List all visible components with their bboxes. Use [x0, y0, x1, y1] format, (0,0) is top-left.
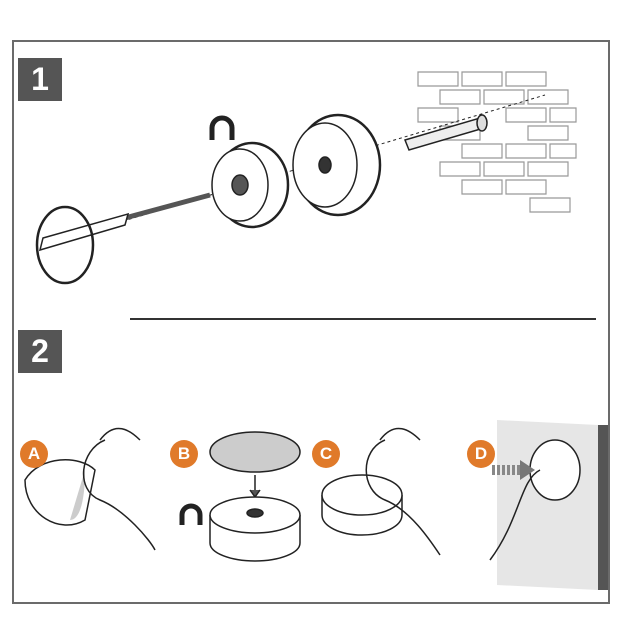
magnet-icon [209, 115, 235, 140]
cap-illustration [292, 113, 382, 217]
instruction-frame [12, 40, 610, 604]
step-divider [130, 318, 596, 320]
substep-b-illustration [179, 431, 301, 562]
substep-c-illustration [321, 427, 441, 556]
substep-b-badge: B [170, 440, 198, 468]
substep-d-illustration [489, 420, 608, 590]
brick-wall-illustration [417, 71, 577, 213]
substep-c-badge: C [312, 440, 340, 468]
screw-illustration [35, 192, 211, 285]
substep-a-illustration [24, 427, 156, 551]
step-1-badge: 1 [18, 58, 62, 101]
magnet-ring-illustration [211, 141, 290, 229]
substep-a-badge: A [20, 440, 48, 468]
substep-d-badge: D [467, 440, 495, 468]
step-2-badge: 2 [18, 330, 62, 373]
wall-anchor-illustration [403, 114, 488, 151]
